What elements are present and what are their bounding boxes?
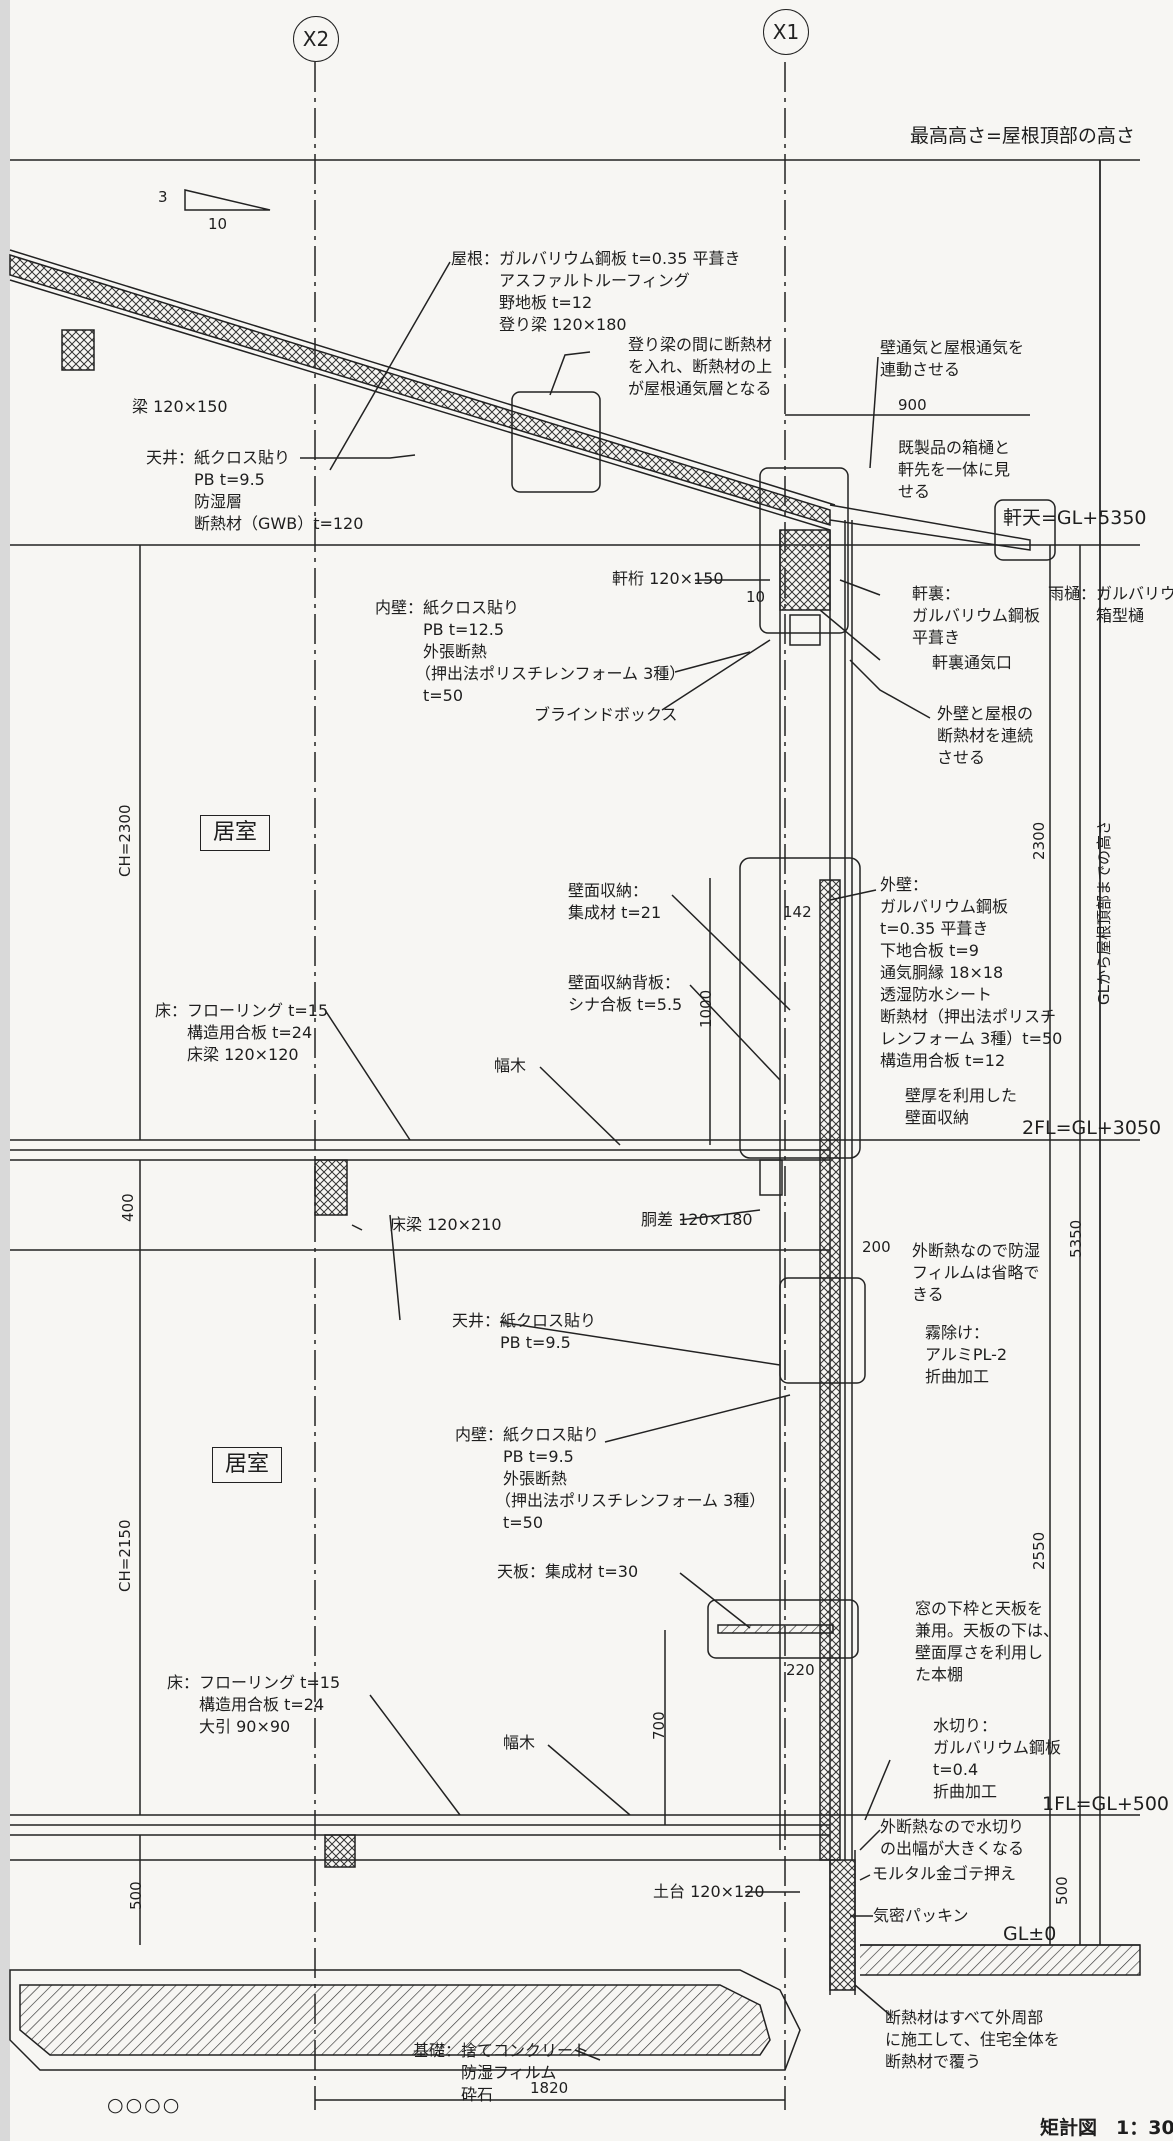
label-wall-roof-vent: 壁通気と屋根通気を 連動させる <box>880 338 1025 379</box>
slope-run: 10 <box>208 215 228 233</box>
label-foundation: 基礎：捨てコンクリート 防湿フィルム 砕石 <box>413 2041 590 2104</box>
label-no-vapor: 外断熱なので防湿 フィルムは省略で きる <box>912 1241 1041 1304</box>
label-airtight: 気密パッキン <box>873 1906 969 1925</box>
dim-1000: 1000 <box>697 989 715 1028</box>
footer-marks: ○○○○ <box>107 2094 182 2116</box>
label-gutter: 雨樋：ガルバリウム 箱型樋 <box>1048 584 1173 625</box>
room-lower: 居室 <box>212 1447 283 1483</box>
label-drip: 水切り： ガルバリウム鋼板 t=0.4 折曲加工 <box>933 1716 1062 1801</box>
dim-2550: 2550 <box>1030 1531 1048 1570</box>
axis-marker-x2: X2 <box>293 16 339 62</box>
dim-ch-2150: CH=2150 <box>116 1519 134 1593</box>
dim-220: 220 <box>786 1661 815 1679</box>
label-sill: 土台 120×120 <box>653 1882 765 1901</box>
dim-gl-to-top: GLから屋根頂部までの高さ <box>1095 820 1113 1005</box>
label-fog: 霧除け： アルミPL-2 折曲加工 <box>925 1323 1008 1386</box>
label-drip-wide: 外断熱なので水切り の出幅が大きくなる <box>880 1817 1025 1858</box>
label-top-board: 天板：集成材 t=30 <box>497 1562 639 1581</box>
room-upper: 居室 <box>200 815 271 851</box>
drawing-title: 矩計図 1：30 <box>1040 2117 1173 2139</box>
dim-1820: 1820 <box>530 2079 569 2097</box>
floor-beam <box>314 1159 348 1216</box>
label-tie-beam: 胴差 120×180 <box>641 1210 753 1229</box>
dim-900: 900 <box>898 396 927 414</box>
roof-beam <box>61 329 95 371</box>
axis-marker-x1: X1 <box>763 9 809 55</box>
floor-1-label: 1FL=GL+500 <box>1042 1793 1170 1815</box>
label-ceiling-2: 天井：紙クロス貼り PB t=9.5 防湿層 断熱材（GWB）t=120 <box>146 448 364 533</box>
label-roof: 屋根：ガルバリウム鋼板 t=0.35 平葺き アスファルトルーフィング 野地板 … <box>451 249 741 334</box>
label-insulation-vent: 登り梁の間に断熱材 を入れ、断熱材の上 が屋根通気層となる <box>628 335 773 398</box>
slope-rise: 3 <box>158 188 168 206</box>
dim-142: 142 <box>783 903 812 921</box>
dim-500-left: 500 <box>127 1881 145 1910</box>
label-floor-1: 床：フローリング t=15 構造用合板 t=24 大引 90×90 <box>167 1673 341 1736</box>
dim-200: 200 <box>862 1238 891 1256</box>
label-ceiling-1: 天井：紙クロス貼り PB t=9.5 <box>452 1311 597 1352</box>
label-soffit-vent: 軒裏通気口 <box>932 653 1013 672</box>
dim-5350: 5350 <box>1067 1219 1085 1258</box>
dim-ch-2300: CH=2300 <box>116 804 134 878</box>
eave-beam <box>779 529 831 611</box>
sill-beam <box>324 1834 356 1868</box>
label-soffit: 軒裏： ガルバリウム鋼板 平葺き <box>912 584 1041 647</box>
label-storage-back: 壁面収納背板： シナ合板 t=5.5 <box>568 973 683 1014</box>
dim-500-right: 500 <box>1053 1876 1071 1905</box>
label-thick-storage: 壁厚を利用した 壁面収納 <box>905 1086 1018 1127</box>
label-wall-storage: 壁面収納： 集成材 t=21 <box>568 881 662 922</box>
floor-2-label: 2FL=GL+3050 <box>1022 1117 1162 1139</box>
gl-label: GL±0 <box>1003 1923 1057 1945</box>
label-mortar: モルタル金ゴテ押え <box>872 1864 1017 1883</box>
label-all-insulation: 断熱材はすべて外周部 に施工して、住宅全体を 断熱材で覆う <box>885 2008 1060 2071</box>
dim-400: 400 <box>119 1193 137 1222</box>
label-inner-wall-1: 内壁：紙クロス貼り PB t=9.5 外張断熱 （押出法ポリスチレンフォーム 3… <box>455 1425 766 1532</box>
exterior-wall-insulation <box>819 879 841 1861</box>
eave-ceiling-label: 軒天=GL+5350 <box>1003 507 1147 529</box>
label-baseboard-1: 幅木 <box>503 1733 536 1752</box>
label-baseboard-2: 幅木 <box>494 1056 527 1075</box>
label-gutter-box: 既製品の箱樋と 軒先を一体に見 せる <box>898 438 1011 501</box>
scan-edge <box>0 0 10 2141</box>
label-beam: 梁 120×150 <box>132 397 228 416</box>
label-eave-beam: 軒桁 120×150 <box>612 569 724 588</box>
label-blind-box: ブラインドボックス <box>534 705 678 724</box>
foundation <box>9 1969 801 2071</box>
dim-700: 700 <box>650 1711 668 1740</box>
label-outer-wall: 外壁： ガルバリウム鋼板 t=0.35 平葺き 下地合板 t=9 通気胴縁 18… <box>880 875 1063 1070</box>
roof-layer <box>9 253 831 527</box>
label-floor-beam: 床梁 120×210 <box>390 1215 502 1234</box>
label-floor-2: 床：フローリング t=15 構造用合板 t=24 床梁 120×120 <box>155 1001 329 1064</box>
label-window-shelf: 窓の下枠と天板を 兼用。天板の下は、 壁面厚さを利用し た本棚 <box>915 1599 1060 1684</box>
max-height-label: 最高高さ=屋根頂部の高さ <box>910 125 1135 147</box>
dim-10: 10 <box>746 588 766 606</box>
label-inner-wall-2: 内壁：紙クロス貼り PB t=12.5 外張断熱 （押出法ポリスチレンフォーム … <box>375 598 686 705</box>
slope-triangle <box>184 189 271 211</box>
label-wall-roof-insulation: 外壁と屋根の 断熱材を連続 させる <box>937 704 1034 767</box>
dim-2300: 2300 <box>1030 821 1048 860</box>
